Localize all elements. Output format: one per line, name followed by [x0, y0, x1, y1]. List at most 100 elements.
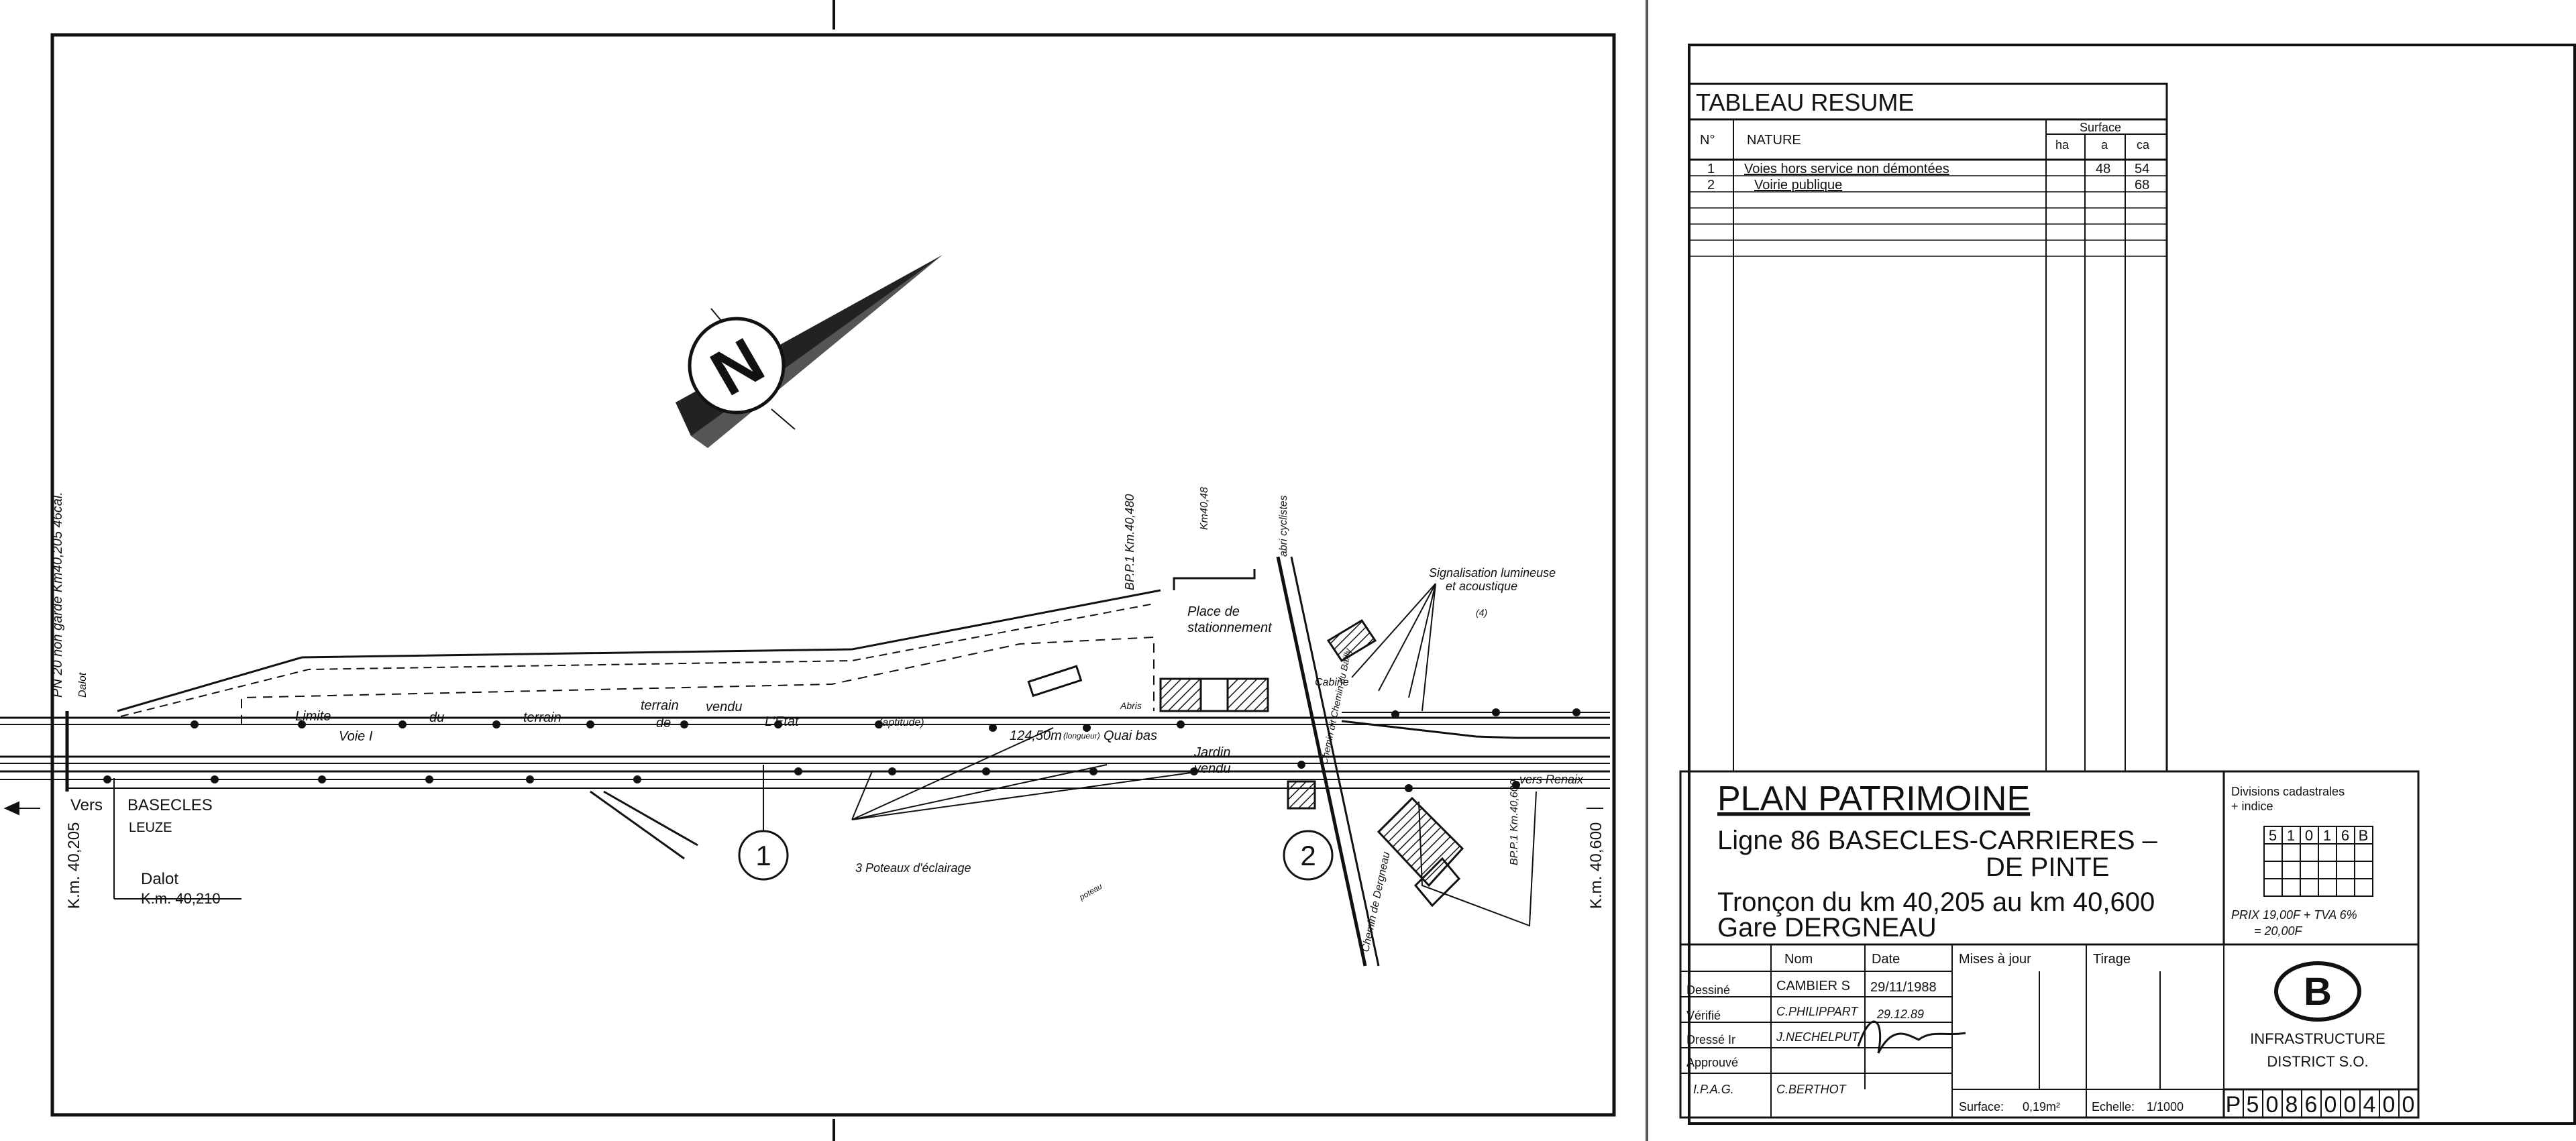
label-dalot-small: Dalot [77, 672, 89, 698]
surface-label: Surface: [1959, 1100, 2004, 1113]
label-cabine: Cabine [1315, 677, 1349, 688]
sig-role: Vérifié [1686, 1009, 1721, 1022]
division-digit: 5 [2269, 827, 2277, 844]
ref-char: 5 [2247, 1092, 2259, 1118]
label-dalot-km: K.m. 40,210 [141, 890, 221, 907]
tableau-title: TABLEAU RESUME [1696, 89, 1914, 116]
title-block: PLAN PATRIMOINE Ligne 86 BASECLES-CARRIE… [1679, 770, 2420, 946]
tableau-row-nature: Voies hors service non démontées [1744, 162, 1949, 176]
label-km-left: K.m. 40,205 [65, 822, 83, 909]
sig-name: C.BERTHOT [1776, 1083, 1847, 1096]
label-signal3: (4) [1476, 607, 1487, 618]
reference-code: P 5 0 8 6 0 0 4 0 0 [2222, 1088, 2420, 1119]
sig-header-mises: Mises à jour [1959, 952, 2031, 967]
label-poteaux: 3 Poteaux d'éclairage [855, 861, 971, 875]
label-limite: Limite [295, 709, 331, 724]
tableau-col-nature: NATURE [1747, 133, 1801, 148]
label-place2: stationnement [1187, 620, 1273, 635]
ref-char: 4 [2363, 1092, 2376, 1118]
ref-char: 0 [2402, 1092, 2415, 1118]
surface-value: 0,19m² [2023, 1100, 2060, 1113]
plan-line4: Gare DERGNEAU [1717, 913, 1937, 942]
sncb-logo-icon: B [2274, 961, 2361, 1022]
division-digit: B [2359, 827, 2369, 844]
label-terrain: terrain [523, 710, 561, 725]
label-poteau-small: poteau [1077, 881, 1104, 902]
handwritten-signature [1857, 1020, 1966, 1054]
label-de: de [656, 716, 671, 730]
sig-role: I.P.A.G. [1693, 1083, 1734, 1096]
tableau-col-no: N° [1700, 133, 1715, 148]
plan-area: N [0, 0, 1616, 1141]
tableau-row-nature: Voirie publique [1754, 178, 1842, 193]
track-lines [0, 556, 1610, 967]
tableau-row-ca: 54 [2135, 162, 2149, 176]
reference-1-label: 1 [755, 840, 771, 871]
tableau-row-no: 2 [1707, 178, 1715, 193]
ref-char: 6 [2305, 1092, 2318, 1118]
label-aptitude: (aptitude) [879, 717, 924, 728]
plan-line1: Ligne 86 BASECLES-CARRIERES – [1717, 826, 2158, 855]
label-letat: L'Etat [765, 714, 800, 729]
prix-line1: PRIX 19,00F + TVA 6% [2231, 908, 2357, 922]
label-pn-left: PN 20 non gardé Km40,205 46cal. [50, 492, 65, 698]
plan-frame [50, 33, 1616, 1117]
echelle-value: 1/1000 [2147, 1100, 2184, 1113]
right-frame [1688, 44, 2576, 1125]
sig-date: 29/11/1988 [1870, 980, 1937, 995]
tableau-row-no: 1 [1707, 162, 1715, 176]
reference-2: 2 [1283, 830, 1334, 881]
ref-char: 0 [2383, 1092, 2396, 1118]
sig-header-date: Date [1872, 952, 1900, 967]
label-km-right: K.m. 40,600 [1587, 822, 1605, 909]
label-dalot: Dalot [141, 870, 178, 888]
label-signal1: Signalisation lumineuse [1429, 566, 1556, 580]
label-km-top: Km40,48 [1199, 487, 1210, 530]
tableau-sub-ca: ca [2137, 138, 2150, 152]
prix-line2: = 20,00F [2254, 924, 2303, 938]
tableau-resume: TABLEAU RESUME N° NATURE Surface ha a ca… [1688, 83, 2168, 773]
label-voie: Voie I [339, 729, 373, 744]
label-jardin1: Jardin [1193, 745, 1230, 760]
north-arrow-icon: N [676, 255, 943, 448]
boundary-markers [103, 708, 1580, 792]
divisions-label2: + indice [2231, 800, 2273, 813]
sig-role: Dressé Ir [1686, 1033, 1735, 1046]
divisions-grid [2263, 826, 2373, 897]
label-leuze: LEUZE [129, 820, 172, 835]
division-digit: 0 [2305, 827, 2313, 844]
plan-line3: Tronçon du km 40,205 au km 40,600 [1717, 887, 2155, 917]
label-dist-sub: (longueur) [1063, 731, 1100, 741]
ref-char: P [2226, 1092, 2241, 1118]
tableau-row-a: 48 [2096, 162, 2110, 176]
division-digit: 1 [2323, 827, 2331, 844]
label-basecles: BASECLES [127, 796, 213, 814]
label-vers: Vers [70, 796, 103, 814]
label-bp-right: BP.P.1 Km.40,600 [1509, 779, 1520, 865]
signature-block: Nom Date Mises à jour Tirage Dessiné CAM… [1679, 943, 2420, 1119]
tableau-col-surface: Surface [2080, 121, 2121, 134]
label-du: du [429, 710, 444, 725]
label-jardin2: vendu [1194, 761, 1231, 776]
tableau-sub-ha: ha [2055, 138, 2070, 152]
label-abris: Abris [1120, 700, 1142, 711]
plan-labels: PN 20 non gardé Km40,205 46cal. Dalot Li… [50, 487, 1584, 953]
divisions-label1: Divisions cadastrales [2231, 785, 2345, 798]
reference-1: 1 [738, 765, 789, 881]
infra-line2: DISTRICT S.O. [2267, 1053, 2368, 1070]
label-vers-renaix: vers Renaix [1519, 773, 1584, 786]
label-dist: 124,50m [1010, 728, 1062, 743]
logo-letter: B [2304, 970, 2332, 1014]
sig-header-nom: Nom [1784, 952, 1813, 967]
sig-role: Dessiné [1686, 983, 1730, 997]
division-digit: 6 [2341, 827, 2349, 844]
ref-char: 0 [2344, 1092, 2357, 1118]
label-vendu: vendu [706, 700, 743, 714]
ref-char: 8 [2286, 1092, 2298, 1118]
ref-char: 0 [2266, 1092, 2279, 1118]
tableau-row-ca: 68 [2135, 178, 2149, 193]
division-digit: 1 [2287, 827, 2295, 844]
sig-name: CAMBIER S [1776, 979, 1850, 993]
sig-header-tirage: Tirage [2093, 952, 2131, 967]
